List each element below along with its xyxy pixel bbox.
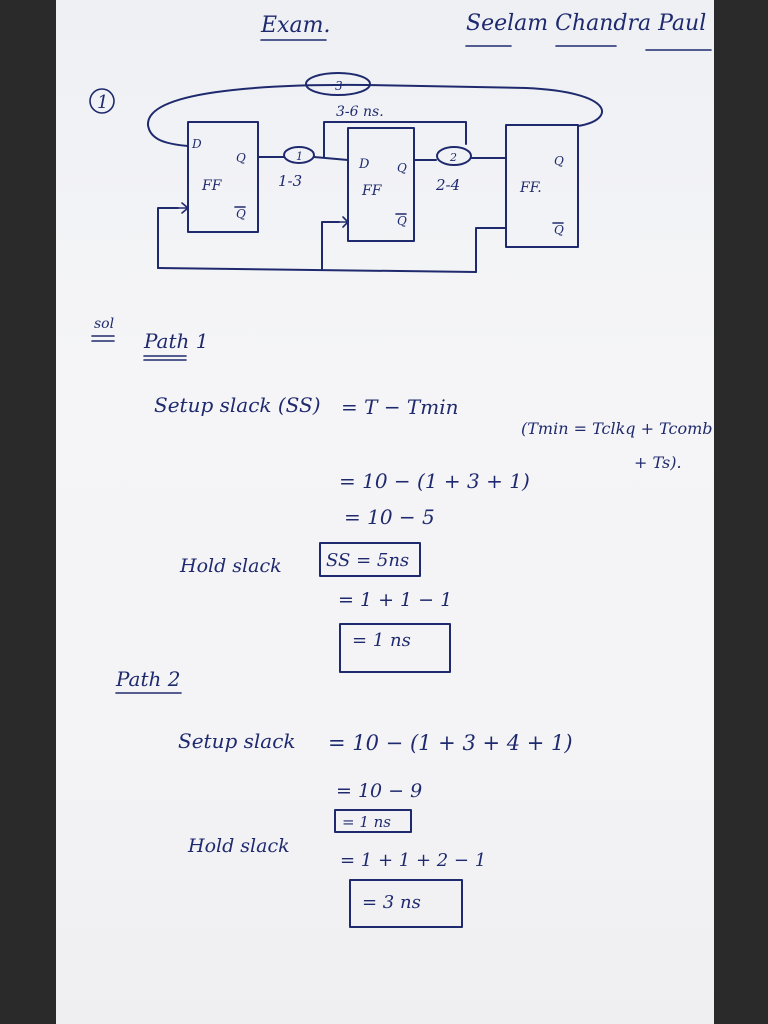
- comb-block-2: [436, 146, 472, 166]
- exam-title: Exam.: [260, 13, 330, 38]
- path1-setup-label: Setup slack (SS): [154, 393, 321, 417]
- tmin-definition-line2: + Ts).: [634, 453, 682, 472]
- path1-setup-result: SS = 5ns: [326, 550, 409, 571]
- path1-hold-result: = 1 ns: [352, 630, 411, 651]
- path1-hold-result-box: [339, 623, 451, 673]
- question-number-circle: [89, 88, 115, 114]
- answer-sheet: Exam. Seelam Chandra Paul 1 D Q Q FF D Q…: [56, 0, 714, 1024]
- path2-hold-step1: = 1 + 1 + 2 − 1: [340, 850, 486, 871]
- ff2-pin-q: Q: [397, 161, 407, 175]
- path1-heading-underline: [143, 355, 187, 361]
- comb-block-1: [283, 146, 315, 164]
- path1-setup-result-box: [319, 542, 421, 577]
- ff1-pin-d: D: [191, 137, 202, 151]
- ff1-pin-q: Q: [236, 151, 246, 165]
- path2-setup-step1: = 10 − (1 + 3 + 4 + 1): [328, 731, 573, 755]
- ff3-pin-q: Q: [554, 154, 564, 168]
- path1-setup-step1: = 10 − (1 + 3 + 1): [339, 469, 530, 493]
- comb-block-2-label: 2: [449, 151, 457, 164]
- ff2-label: FF: [361, 183, 383, 199]
- student-name: Seelam Chandra Paul: [466, 11, 706, 36]
- path2-setup-step2: = 10 − 9: [336, 780, 422, 802]
- path1-setup-formula: = T − Tmin: [341, 395, 459, 419]
- ff1-label: FF: [201, 178, 223, 194]
- circuit-diagram: D Q Q FF D Q Q FF Q Q FF. 1 1-3 2 2-4: [146, 72, 604, 273]
- path2-delay: 2-4: [435, 176, 460, 194]
- path2-hold-result-box: [349, 879, 463, 928]
- path2-heading: Path 2: [115, 667, 180, 691]
- path1-heading: Path 1: [143, 329, 208, 353]
- flipflop-3: [505, 124, 579, 248]
- wire-feedback-loop: [146, 83, 604, 147]
- flipflop-2: [347, 127, 415, 242]
- ff3-label: FF.: [519, 180, 542, 196]
- clock-wire-ff3: [475, 227, 507, 273]
- comb-block-3: [305, 72, 371, 96]
- ff2-clock-pin: [338, 216, 350, 228]
- ff1-clock-pin: [177, 202, 190, 214]
- path2-setup-result: = 1 ns: [342, 813, 391, 831]
- ff3-pin-qbar: Q: [554, 223, 564, 237]
- path2-hold-result: = 3 ns: [362, 892, 421, 913]
- clock-wire-ff2: [321, 221, 340, 271]
- path2-setup-label: Setup slack: [178, 729, 296, 753]
- flipflop-1: [187, 121, 259, 233]
- path1-hold-label: Hold slack: [179, 555, 282, 577]
- path3-delay: 3-6 ns.: [336, 104, 384, 120]
- path1-delay: 1-3: [278, 172, 302, 190]
- ff1-pin-qbar: Q: [236, 207, 246, 221]
- clock-wire-ff1: [157, 207, 179, 269]
- ff2-pin-d: D: [358, 157, 370, 172]
- comb-block-1-label: 1: [296, 150, 303, 163]
- ff2-pin-qbar: Q: [397, 214, 407, 228]
- sol-label: sol: [94, 316, 114, 332]
- path2-hold-label: Hold slack: [187, 835, 290, 857]
- question-number: 1: [97, 92, 108, 113]
- wire-comb1-to-ff2: [313, 156, 349, 161]
- sol-equals: [91, 335, 115, 342]
- comb-block-3-label: 3: [335, 79, 343, 93]
- handwriting-canvas: Exam. Seelam Chandra Paul 1 D Q Q FF D Q…: [89, 11, 713, 928]
- path2-setup-result-box: [334, 809, 412, 833]
- path1-hold-step1: = 1 + 1 − 1: [338, 589, 452, 611]
- path1-setup-step2: = 10 − 5: [344, 505, 435, 529]
- clock-bus: [157, 267, 477, 273]
- student-name-underline: [465, 45, 712, 51]
- wire-bypass: [323, 121, 467, 158]
- tmin-definition-line1: (Tmin = Tclkq + Tcomb: [521, 419, 713, 438]
